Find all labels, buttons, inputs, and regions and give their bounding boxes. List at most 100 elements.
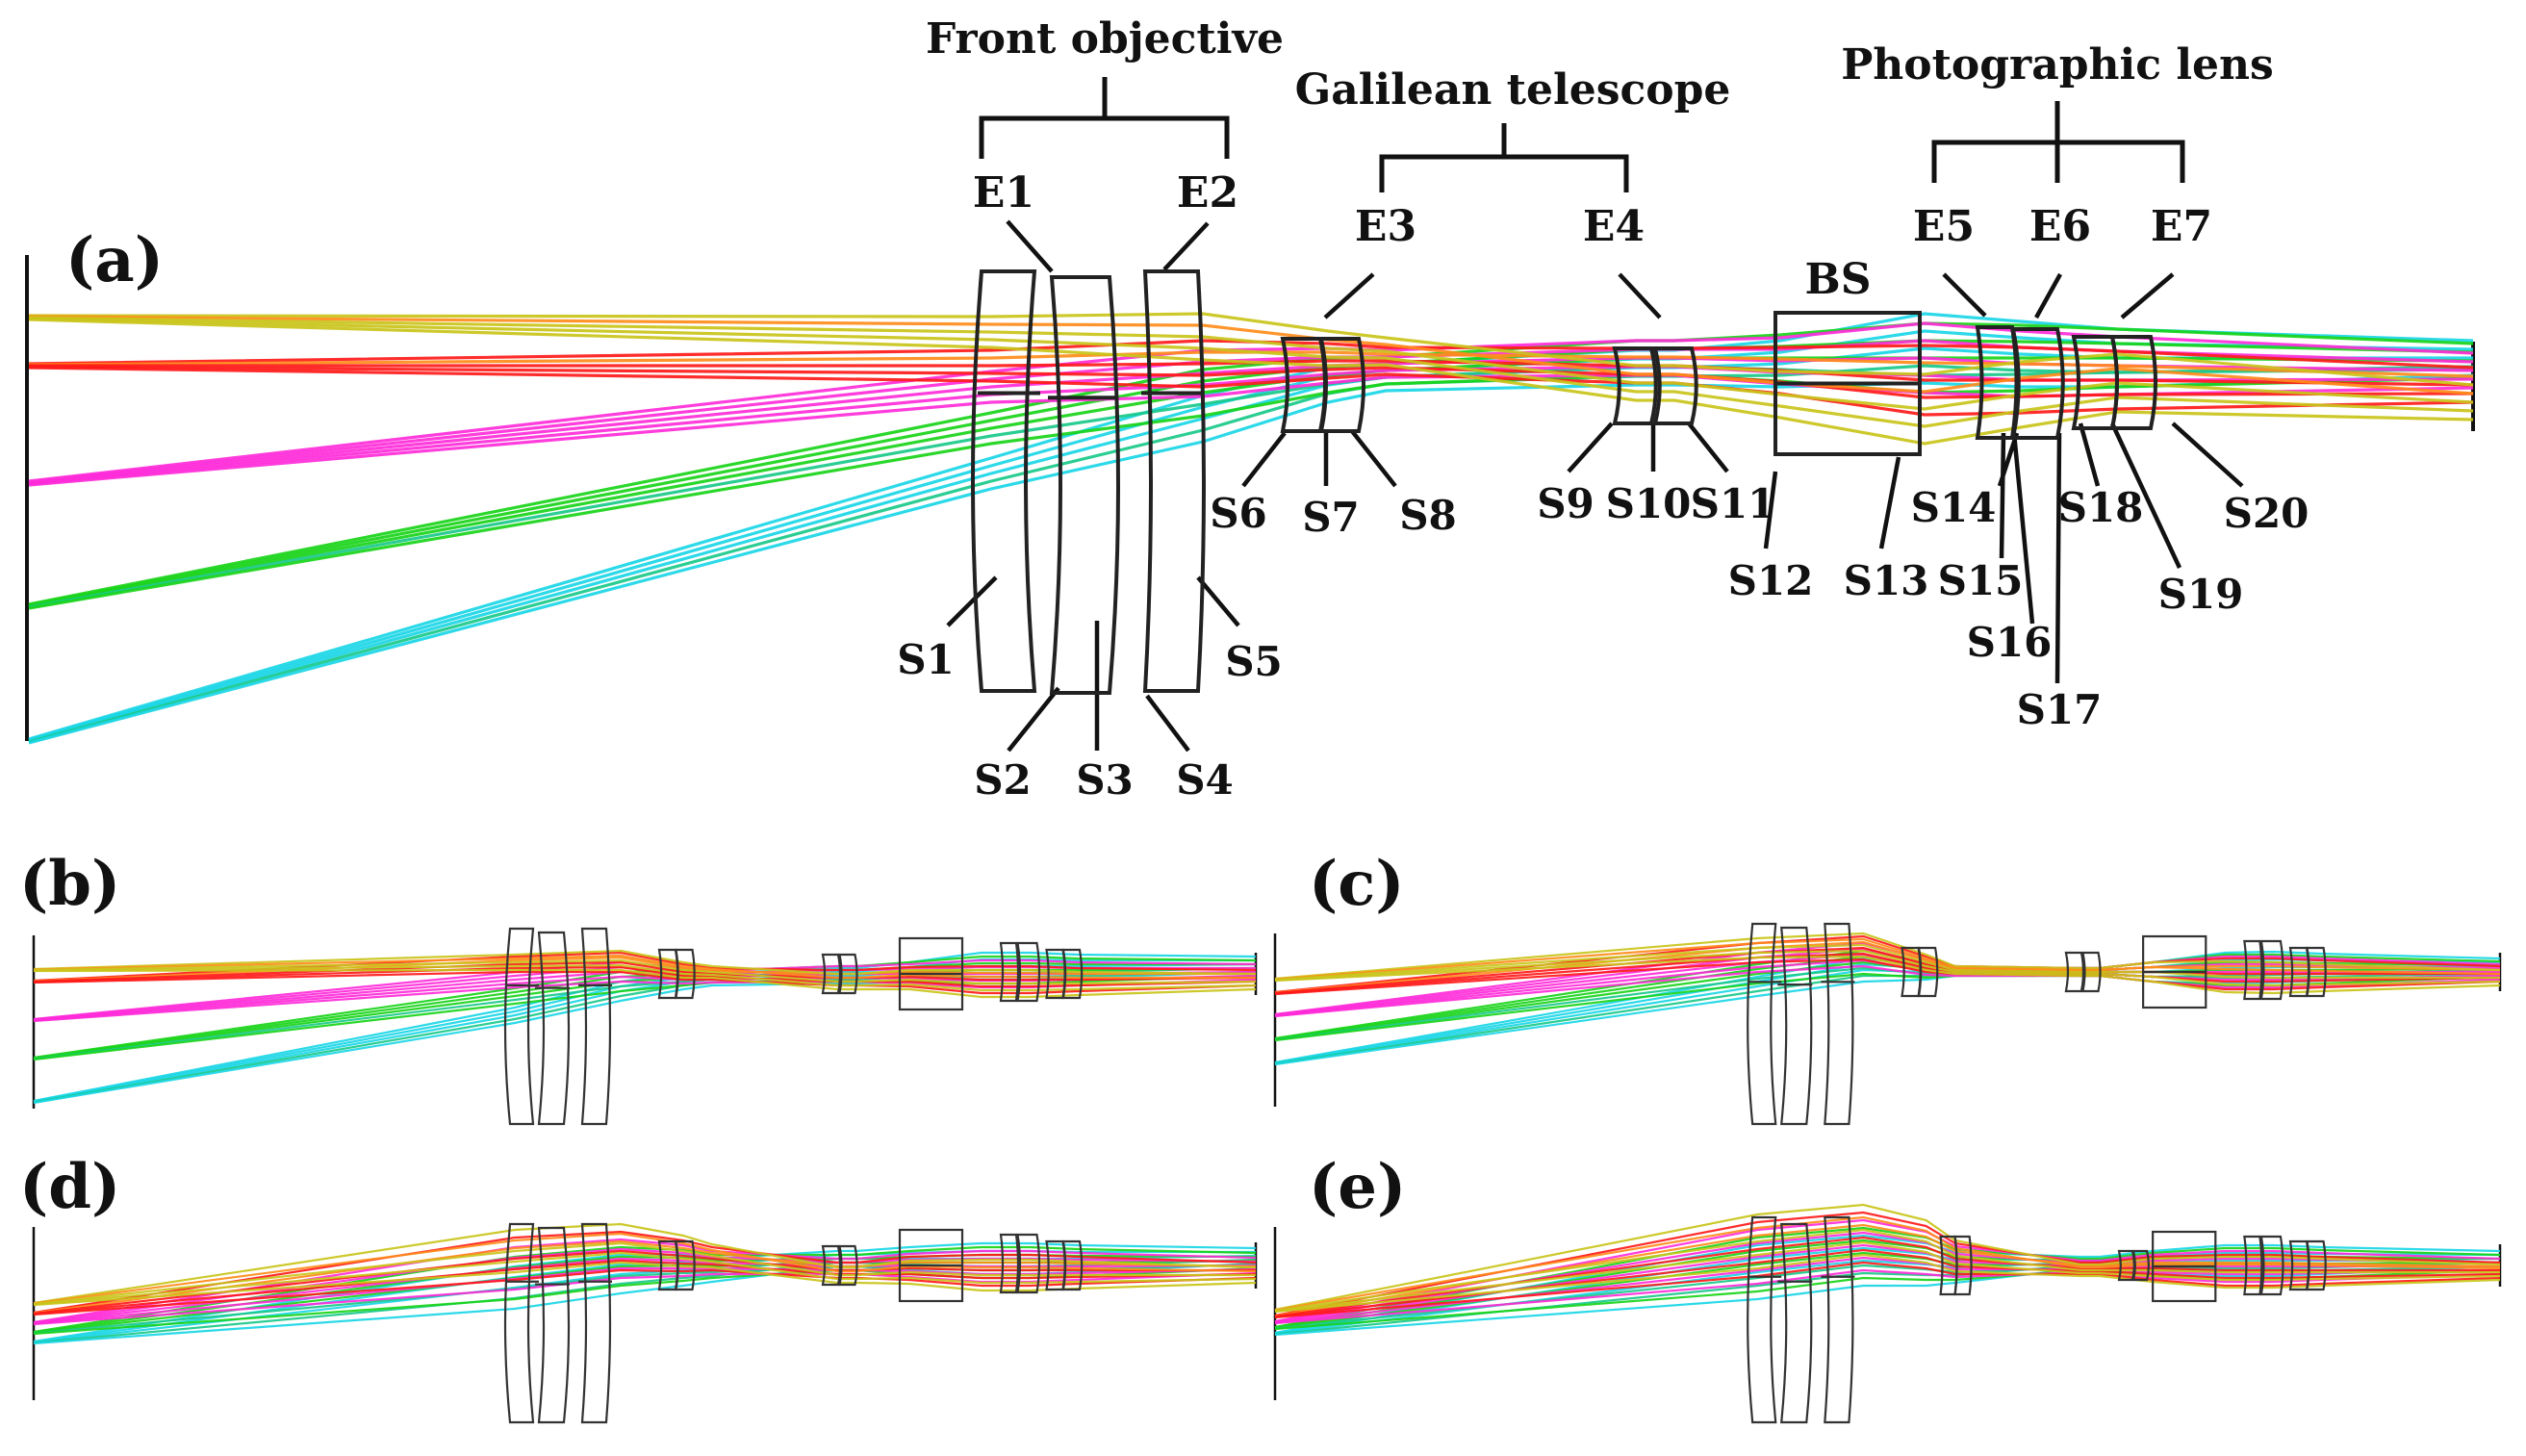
lens-outline-9 (1016, 941, 1041, 1003)
leader-s18 (2078, 422, 2101, 487)
lens-outline-1 (537, 931, 571, 1126)
ray-field-2 (1274, 1211, 2501, 1317)
lens-outline-9 (2259, 1235, 2284, 1296)
ray-field-3 (33, 958, 1257, 1021)
surface-label-s13: S13 (1844, 557, 1929, 604)
lens-outline-0 (503, 927, 535, 1126)
lens-outline-2 (580, 927, 612, 1126)
lens-outline-9 (1016, 1233, 1041, 1294)
lens-outline-6 (2131, 1249, 2150, 1282)
surface-label-s18: S18 (2058, 484, 2144, 531)
element-label-e1: E1 (973, 168, 1034, 217)
lens-outlines (971, 269, 2157, 695)
ray-field-1 (1274, 943, 2500, 982)
element-label-e4: E4 (1583, 202, 1645, 251)
lens-outline-9 (2259, 939, 2284, 1001)
leader-e2 (1162, 221, 1210, 271)
element-label-e2: E2 (1177, 168, 1238, 217)
panel-c-layout (1273, 922, 2502, 1126)
element-label-e7: E7 (2151, 202, 2212, 251)
leader-s5 (1196, 575, 1240, 627)
ray-field-5 (28, 364, 2474, 744)
lens-outline-8 (2243, 939, 2263, 1001)
leader-lines (946, 219, 2244, 753)
panel-a-layout (25, 255, 2475, 745)
lens-outlines (503, 927, 1084, 1126)
surface-label-s11: S11 (1691, 480, 1776, 527)
surface-label-s4: S4 (1176, 756, 1234, 804)
panel-label-d: (d) (19, 1151, 120, 1223)
ray-field-1 (33, 1241, 1256, 1306)
lens-outline-2 (580, 1222, 612, 1424)
panel-d-layout (32, 1222, 1258, 1424)
lens-outline-8 (2243, 1235, 2263, 1296)
lens-outline-8 (999, 941, 1020, 1003)
panel-label-c: (c) (1309, 848, 1405, 920)
surface-label-s20: S20 (2224, 490, 2309, 537)
lens-outline-11 (1061, 948, 1084, 1000)
surface-label-s6: S6 (1210, 490, 1267, 537)
leader-e3 (1323, 272, 1375, 319)
lens-outline-4 (1953, 1235, 1973, 1296)
lens-outline-5 (2064, 951, 2085, 993)
panel-e-layout (1273, 1203, 2502, 1424)
leader-s12 (1763, 471, 1778, 549)
leader-s2 (1007, 686, 1060, 753)
ray-bundles (1274, 1203, 2501, 1337)
ray-field-1 (33, 954, 1256, 980)
ray-field-1 (33, 1232, 1257, 1305)
lens-outline-5 (821, 953, 842, 995)
ray-field-2 (33, 1230, 1257, 1315)
ray-field-3 (33, 1238, 1257, 1324)
lens-outline-2 (1824, 922, 1854, 1126)
panel-label-a: (a) (65, 224, 164, 296)
surface-label-s19: S19 (2158, 571, 2244, 618)
lens-outline-11 (2306, 1239, 2327, 1291)
leader-s9 (1567, 421, 1614, 473)
bracket-front-objective (979, 77, 1230, 159)
ray-field-1 (1274, 1228, 2500, 1313)
leader-e6 (2034, 272, 2062, 319)
lens-outline-8 (999, 1233, 1020, 1294)
panel-label-b: (b) (19, 848, 120, 920)
leader-s17 (2054, 432, 2062, 684)
ray-field-1 (1274, 937, 2501, 981)
lens-outline-5 (1612, 346, 1658, 425)
group-galilean-telescope: Galilean telescope (1295, 65, 1731, 192)
group-label-front-objective: Front objective (926, 14, 1284, 64)
group-photographic-lens: Photographic lens (1841, 40, 2274, 183)
surface-label-s10: S10 (1606, 480, 1692, 527)
ray-field-5 (28, 373, 2474, 745)
bracket-galilean-telescope (1379, 123, 1629, 192)
lens-outlines (1747, 922, 2327, 1126)
surface-label-s17: S17 (2017, 686, 2103, 733)
lens-outline-1 (1780, 1222, 1813, 1424)
lens-outline-11 (2109, 335, 2157, 430)
surface-label-s5: S5 (1225, 638, 1283, 685)
group-label-galilean-telescope: Galilean telescope (1295, 65, 1731, 115)
surface-label-s1: S1 (897, 636, 955, 683)
surface-label-s2: S2 (974, 756, 1032, 804)
leader-s20 (2171, 421, 2244, 488)
lens-outline-0 (1747, 1215, 1777, 1424)
lens-outline-11 (1061, 1239, 1084, 1291)
lens-outlines (503, 1222, 1084, 1424)
lens-outline-4 (675, 948, 696, 1000)
ray-field-1 (1274, 1215, 2501, 1312)
group-label-photographic-lens: Photographic lens (1841, 40, 2274, 89)
lens-outline-4 (1317, 337, 1365, 433)
ray-field-3 (28, 321, 2474, 483)
surface-label-s3: S3 (1076, 756, 1134, 804)
leader-s13 (1878, 456, 1901, 549)
leader-s1 (946, 575, 998, 627)
lens-outline-6 (838, 1244, 858, 1287)
element-label-e6: E6 (2029, 202, 2091, 251)
ray-field-5 (33, 958, 1256, 1103)
group-front-objective: Front objective (926, 14, 1284, 159)
surface-label-s7: S7 (1302, 494, 1360, 541)
leader-s11 (1687, 421, 1729, 473)
leader-s8 (1350, 429, 1397, 488)
leader-s19 (2109, 422, 2182, 569)
